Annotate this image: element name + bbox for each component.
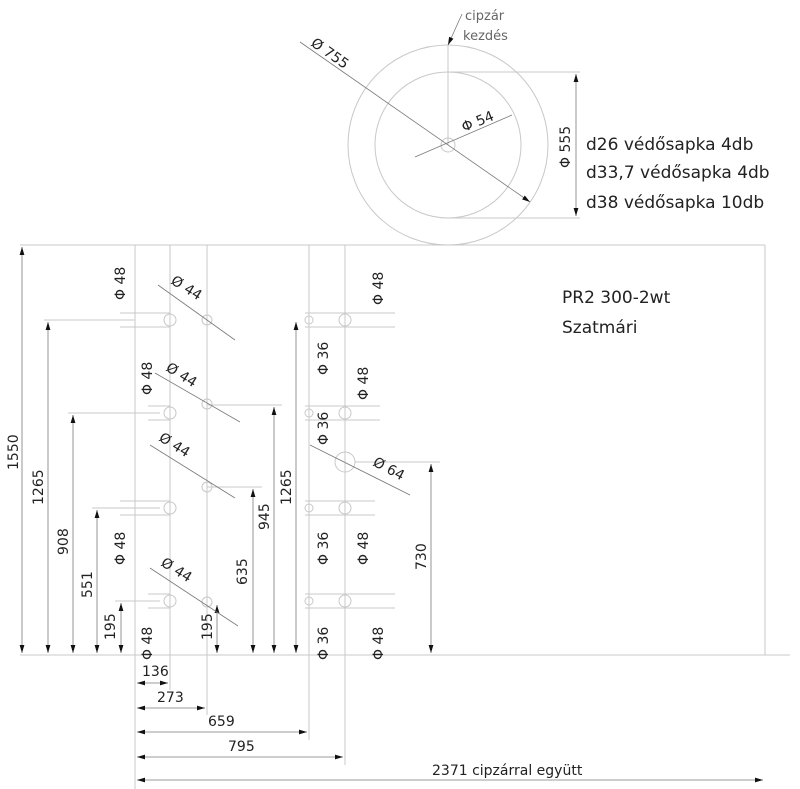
dim-730: 730 [414, 543, 430, 570]
dim-635: 635 [235, 558, 251, 585]
hole [163, 406, 177, 420]
hole-label-44: Ø 44 [163, 360, 200, 391]
hole-label-36: Φ 36 [316, 342, 332, 375]
dim-908: 908 [56, 528, 72, 555]
dim-136: 136 [142, 664, 169, 680]
dim-195-left: 195 [103, 613, 119, 640]
unrolled-view: PR2 300-2wt Szatmári 15 [6, 244, 790, 789]
vertical-dimensions: 1550 1265 908 551 195 195 635 945 1265 [6, 247, 440, 653]
hole-label-44: Ø 44 [168, 273, 205, 304]
hole [304, 408, 314, 418]
dim-659: 659 [208, 714, 235, 730]
hole [338, 313, 352, 327]
inner-dia-label: Φ 555 [558, 126, 574, 168]
hole-label-48: Φ 48 [371, 627, 387, 660]
dim-945: 945 [257, 503, 273, 530]
hole-label-48: Φ 48 [356, 367, 372, 400]
dim-273: 273 [157, 690, 184, 706]
dim-795: 795 [228, 739, 255, 755]
hole [338, 501, 352, 515]
hole-label-36: Φ 36 [316, 627, 332, 660]
hole [163, 594, 177, 608]
cap-note-1: d26 védősapka 4db [586, 135, 753, 155]
hole-label-36: Φ 36 [316, 412, 332, 445]
title-name: Szatmári [562, 318, 638, 338]
hole [304, 596, 314, 606]
hole [338, 594, 352, 608]
hole-label-48: Φ 48 [140, 362, 156, 395]
hole [201, 314, 213, 326]
hole [304, 315, 314, 325]
hole [338, 406, 352, 420]
outer-dia-label: Ø 755 [308, 35, 352, 72]
dim-1265-right: 1265 [279, 469, 295, 505]
top-view: cipzár kezdés Ø 755 Φ 54 Φ 555 d26 védős… [299, 9, 770, 246]
dim-1265-left: 1265 [31, 469, 47, 505]
hole-label-48: Φ 48 [140, 627, 156, 660]
hole [163, 313, 177, 327]
hole-label-48: Φ 48 [371, 272, 387, 305]
hole-label-44: Ø 44 [158, 555, 195, 586]
cap-note-3: d38 védősapka 10db [586, 193, 764, 213]
hole [163, 501, 177, 515]
hole-label-44: Ø 44 [156, 430, 193, 461]
horizontal-dimensions: 136 273 659 795 2371 cipzárral együtt [137, 664, 763, 783]
hole-label-64: Ø 64 [370, 454, 407, 484]
hole-label-48: Φ 48 [356, 532, 372, 565]
hole [201, 398, 213, 410]
title-model: PR2 300-2wt [562, 288, 671, 308]
center-dia-label: Φ 54 [460, 108, 497, 135]
dim-2371: 2371 cipzárral együtt [432, 763, 583, 779]
dim-1550: 1550 [6, 434, 22, 470]
dim-551: 551 [80, 571, 96, 598]
cap-note-2: d33,7 védősapka 4db [586, 163, 770, 183]
zipper-note-2: kezdés [463, 29, 508, 44]
zipper-note: cipzár [465, 9, 505, 24]
hole-label-48: Φ 48 [113, 532, 129, 565]
hole-label-36: Φ 36 [316, 532, 332, 565]
dim-195-mid: 195 [200, 613, 216, 640]
hole [304, 503, 314, 513]
hole-label-48: Φ 48 [113, 267, 129, 300]
